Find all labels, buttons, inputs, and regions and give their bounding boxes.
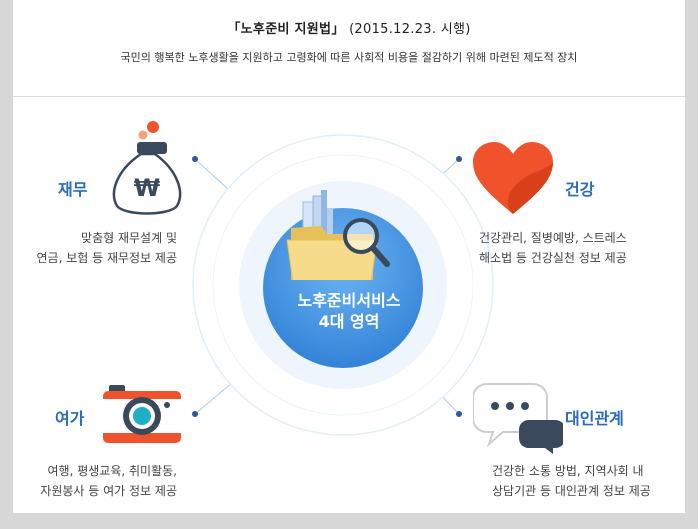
heart-icon (471, 140, 555, 216)
money-bag-icon: ₩ (107, 118, 187, 218)
center-line2: 4대 영역 (233, 311, 465, 332)
label-relations: 대인관계 (565, 405, 624, 429)
label-finance: 재무 (58, 176, 87, 200)
desc-health-line1: 건강관리, 질병예방, 스트레스 (479, 228, 679, 248)
speech-bubble-icon (473, 380, 563, 454)
won-symbol: ₩ (134, 174, 161, 202)
dot-health (456, 156, 462, 162)
desc-leisure-line1: 여행, 평생교육, 취미활동, (13, 461, 177, 481)
center-line1: 노후준비서비스 (233, 290, 465, 311)
folder-magnifier-icon (281, 190, 393, 280)
desc-finance-line1: 맞춤형 재무설계 및 (13, 228, 177, 248)
desc-health-line2: 해소법 등 건강실천 정보 제공 (479, 248, 679, 268)
diagram-card: 「노후준비 지원법」 (2015.12.23. 시행) 국민의 행복한 노후생활… (13, 0, 685, 513)
label-health: 건강 (565, 176, 594, 200)
dot-finance (192, 156, 198, 162)
desc-relations-line2: 상담기관 등 대인관계 정보 제공 (492, 481, 682, 501)
camera-icon (101, 383, 183, 445)
desc-leisure: 여행, 평생교육, 취미활동, 자원봉사 등 여가 정보 제공 (13, 461, 177, 501)
center-title: 노후준비서비스 4대 영역 (233, 290, 465, 332)
desc-health: 건강관리, 질병예방, 스트레스 해소법 등 건강실천 정보 제공 (479, 228, 679, 268)
dot-leisure (192, 411, 198, 417)
dot-relations (456, 411, 462, 417)
desc-relations: 건강한 소통 방법, 지역사회 내 상담기관 등 대인관계 정보 제공 (492, 461, 682, 501)
desc-finance-line2: 연금, 보험 등 재무정보 제공 (13, 248, 177, 268)
label-leisure: 여가 (55, 405, 84, 429)
desc-leisure-line2: 자원봉사 등 여가 정보 제공 (13, 481, 177, 501)
desc-relations-line1: 건강한 소통 방법, 지역사회 내 (492, 461, 682, 481)
desc-finance: 맞춤형 재무설계 및 연금, 보험 등 재무정보 제공 (13, 228, 177, 268)
